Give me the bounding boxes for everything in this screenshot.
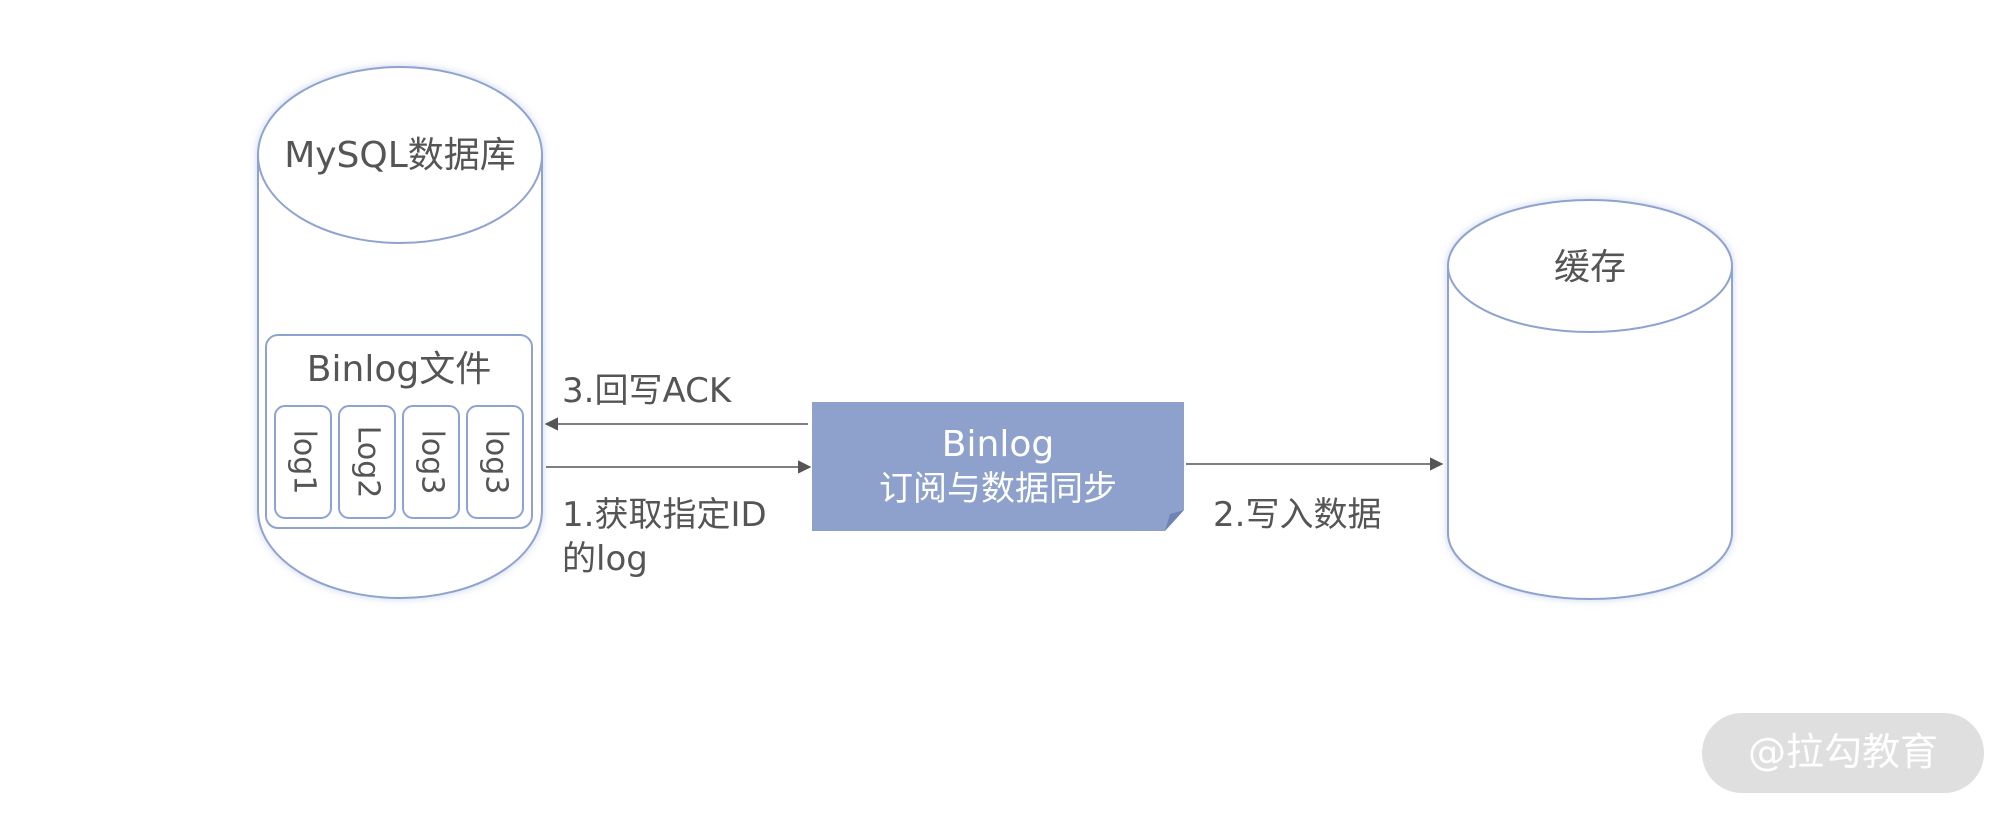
binlog-file-title: Binlog文件: [307, 349, 491, 390]
fetch-label-line1: 1.获取指定ID: [562, 495, 767, 535]
log-block-3: log3: [402, 405, 460, 519]
ack-label: 3.回写ACK: [562, 371, 733, 411]
log-label-3: log3: [415, 430, 450, 495]
binlog-sync-process-box: [812, 402, 1184, 531]
fetch-label-line2: 的log: [562, 539, 648, 579]
binlog-file-container: [265, 334, 533, 529]
write-label: 2.写入数据: [1213, 495, 1381, 535]
cache-cylinder: [1447, 199, 1733, 600]
log-label-2: Log2: [351, 426, 386, 499]
log-label-1: log1: [287, 430, 322, 495]
watermark-text: @拉勾教育: [1748, 730, 1938, 774]
log-block-2: Log2: [338, 405, 396, 519]
log-label-4: log3: [479, 430, 514, 495]
process-subtitle: 订阅与数据同步: [879, 469, 1117, 509]
mysql-database-label: MySQL数据库: [284, 135, 516, 176]
log-block-1: log1: [274, 405, 332, 519]
log-block-4: log3: [466, 405, 524, 519]
watermark-badge: @拉勾教育: [1702, 713, 1984, 793]
process-title: Binlog: [942, 424, 1054, 465]
cache-label: 缓存: [1554, 247, 1626, 288]
